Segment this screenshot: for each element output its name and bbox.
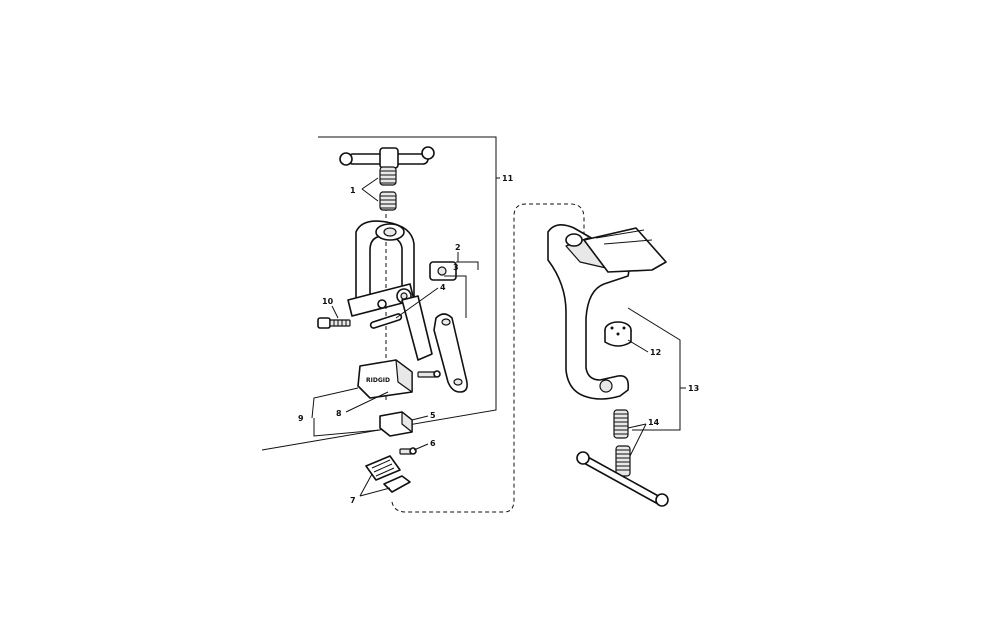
- pin-4: [369, 313, 403, 329]
- callout-9: 9: [298, 414, 304, 423]
- callout-5: 5: [430, 411, 436, 420]
- bolt-10: [317, 317, 351, 329]
- callout-10: 10: [322, 297, 334, 306]
- callout-2: 2: [455, 243, 461, 252]
- yoke-frame: [355, 220, 415, 307]
- callout-13: 13: [688, 384, 699, 393]
- callout-12: 12: [650, 348, 661, 357]
- spring-pair-14: [613, 409, 631, 477]
- callout-14: 14: [648, 418, 660, 427]
- callouts-right: 12 13 14: [627, 307, 699, 457]
- t-handle-top: [339, 146, 435, 169]
- hinge-arm: [401, 261, 457, 361]
- link-arm-3: [433, 313, 468, 393]
- callout-4: 4: [440, 283, 446, 292]
- callouts-left: 1 11 2 3 4 10 9 8 5 6 7: [298, 174, 514, 505]
- jaw-screw: [417, 370, 441, 378]
- connection-path: [391, 203, 585, 513]
- callout-11: 11: [502, 174, 514, 183]
- jaw-marking: RIDGID: [366, 377, 390, 384]
- callout-3: 3: [453, 263, 459, 272]
- spring-pair-1: [379, 166, 397, 211]
- t-handle-bottom: [576, 451, 669, 507]
- block-5: [379, 411, 413, 437]
- callout-7: 7: [350, 496, 356, 505]
- jaw-block-8: RIDGID: [357, 359, 413, 399]
- extension-arm: [583, 227, 667, 273]
- callout-1: 1: [350, 186, 356, 195]
- callout-6: 6: [430, 439, 436, 448]
- roller-12: [604, 321, 632, 347]
- callout-8: 8: [336, 409, 342, 418]
- screw-6: [399, 447, 417, 455]
- insert-pair-7: [365, 455, 411, 493]
